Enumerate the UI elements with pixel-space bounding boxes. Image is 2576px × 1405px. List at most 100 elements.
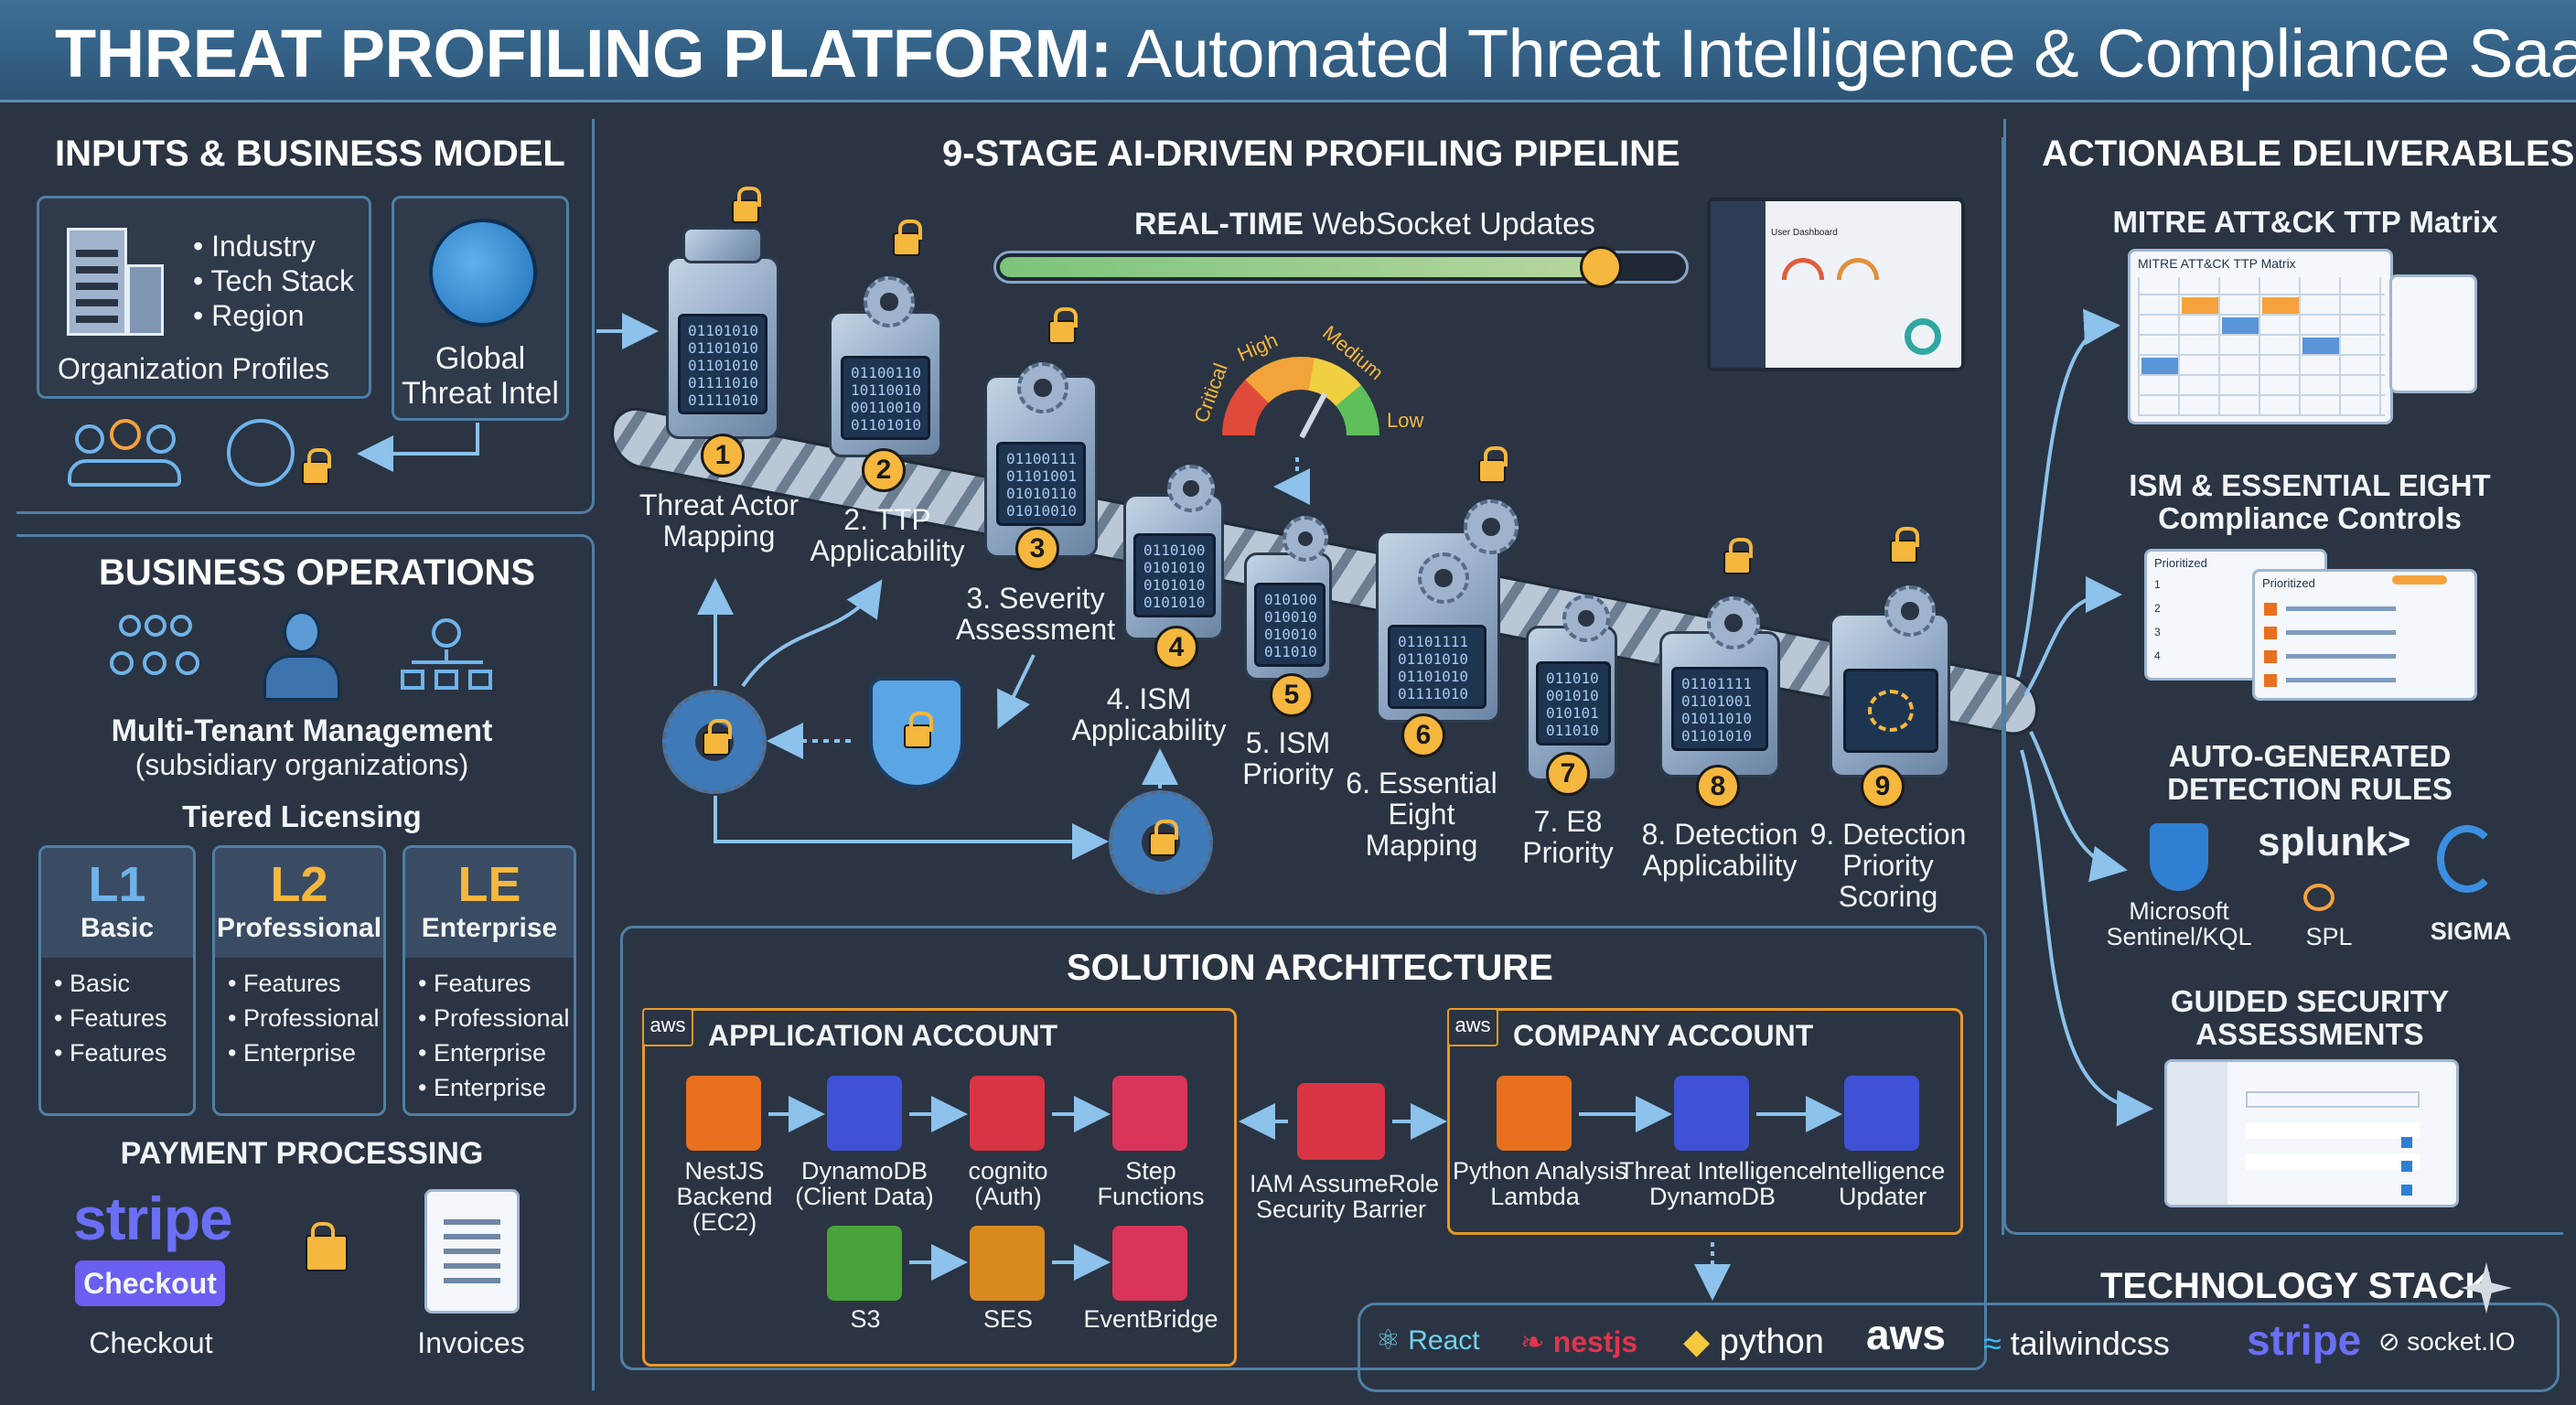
stage-7-code: 011010 001010 010101 011010 (1536, 661, 1611, 745)
tier-le-code: LE (457, 857, 521, 912)
stage-6-label-2: Eight (1388, 798, 1455, 831)
tier-le-feature-2: • Professional (418, 1004, 570, 1032)
s3-icon[interactable] (827, 1226, 902, 1301)
multi-tenant-label: Multi-Tenant Management (111, 713, 493, 748)
tier-l2-feature-1-text: Features (242, 970, 341, 997)
guided-heading-2: ASSESSMENTS (2195, 1017, 2424, 1051)
mitre-matrix-document[interactable]: MITRE ATT&CK TTP Matrix (2128, 249, 2393, 424)
tier-l1-feature-3-text: Features (69, 1039, 167, 1067)
stage-7-machine[interactable]: 011010 001010 010101 011010 (1526, 626, 1617, 781)
tech-aws: aws (1866, 1310, 1946, 1359)
tier-l1-header (41, 848, 193, 958)
tier-le-feature-3: • Enterprise (418, 1039, 547, 1067)
stage-6-label-1: 6. Essential (1346, 767, 1497, 799)
tier-le-feature-2-text: Professional (433, 1004, 570, 1032)
tier-le-feature-1-text: Features (433, 970, 531, 997)
stage-8-code: 01101111 01101001 01011010 01101010 (1671, 667, 1768, 751)
org-bullet-1: • Industry (193, 230, 316, 263)
pipeline-heading: 9-STAGE AI-DRIVEN PROFILING PIPELINE (942, 134, 1680, 174)
cognito-label-2: (Auth) (974, 1183, 1042, 1210)
checkout-button[interactable]: Checkout (75, 1260, 225, 1306)
arrow-stage3-to-shield (997, 654, 1036, 730)
stage-4-gear-icon (1167, 465, 1215, 512)
guided-assessment-document[interactable] (2164, 1059, 2459, 1207)
stage-9-badge: 9 (1861, 765, 1905, 809)
stage-8-machine[interactable]: 01101111 01101001 01011010 01101010 (1659, 631, 1780, 778)
tier-le-feature-1: • Features (418, 970, 531, 997)
intel-updater-icon[interactable] (1844, 1076, 1919, 1151)
company-account-aws-tag: aws (1447, 1008, 1498, 1046)
tech-nestjs: ❧ nestjs (1520, 1325, 1638, 1358)
intel-updater-label-2: Updater (1838, 1183, 1927, 1210)
stage-8-lock-icon (1723, 538, 1753, 574)
tier-l1-feature-1: • Basic (54, 970, 130, 997)
cognito-icon[interactable] (970, 1076, 1045, 1151)
business-person-icon (260, 611, 342, 702)
stage-5-machine[interactable]: 010100 010010 010010 011010 (1244, 552, 1332, 681)
stage-9-machine[interactable] (1830, 613, 1950, 778)
guided-heading-1: GUIDED SECURITY (2170, 984, 2450, 1018)
ism-controls-document-b[interactable]: Prioritized (2252, 569, 2477, 701)
dynamodb-client-label-2: (Client Data) (795, 1183, 934, 1210)
org-bullet-3: • Region (193, 299, 305, 332)
iam-security-barrier-icon[interactable] (1297, 1083, 1385, 1160)
step-functions-label-2: Functions (1097, 1183, 1205, 1210)
stage-1-machine[interactable]: 01101010 01101010 01101010 01111010 0111… (666, 256, 779, 439)
globe-lock-padlock-icon (302, 448, 331, 485)
payment-lock-icon (306, 1222, 348, 1271)
realtime-progress-knob[interactable] (1580, 246, 1622, 288)
deliverables-panel (2003, 119, 2563, 1235)
team-icon (110, 615, 201, 699)
arrow-gauge-down (1273, 457, 1310, 505)
ism-doc-b-title: Prioritized (2262, 576, 2315, 590)
global-threat-intel-card[interactable]: Global Threat Intel (392, 196, 569, 421)
tier-l2-feature-2-text: Professional (242, 1004, 380, 1032)
arrow-loop-bottom (714, 796, 1109, 860)
page-title: THREAT PROFILING PLATFORM: Automated Thr… (55, 15, 2576, 92)
realtime-progress-bar (993, 246, 1689, 288)
threat-intel-dynamodb-icon[interactable] (1674, 1076, 1749, 1151)
eventbridge-icon[interactable] (1112, 1226, 1187, 1301)
dashboard-gauge-2 (1837, 258, 1879, 280)
stage-2-machine[interactable]: 01100110 10110010 00110010 01101010 (829, 311, 942, 457)
global-label-2: Threat Intel (402, 376, 559, 411)
users-icon (68, 419, 181, 492)
stage-6-machine[interactable]: 01101111 01101010 01101010 01111010 (1376, 531, 1500, 723)
tier-le[interactable]: LE Enterprise • Features • Professional … (402, 845, 576, 1116)
tier-l2[interactable]: L2 Professional • Features • Professiona… (212, 845, 386, 1116)
user-dashboard-mockup[interactable]: User Dashboard (1707, 198, 1965, 371)
tech-stripe-text: stripe (2247, 1316, 2362, 1364)
tech-socketio: ⊘ socket.IO (2378, 1327, 2516, 1356)
ses-icon[interactable] (970, 1226, 1045, 1301)
org-profiles-card[interactable]: • Industry • Tech Stack • Region Organiz… (37, 196, 371, 399)
tier-l2-name: Professional (216, 913, 382, 943)
ses-label: SES (982, 1305, 1034, 1333)
tech-socketio-text: socket.IO (2407, 1327, 2516, 1356)
application-account-box (642, 1008, 1237, 1367)
realtime-label: REAL-TIME WebSocket Updates (1134, 208, 1595, 241)
stage-5-label-2: Priority (1242, 757, 1334, 790)
nestjs-backend-icon[interactable] (686, 1076, 761, 1151)
step-functions-icon[interactable] (1112, 1076, 1187, 1151)
tech-tailwind-text: tailwindcss (2010, 1325, 2170, 1362)
stage-4-machine[interactable]: 0110100 0101010 0101010 0101010 (1123, 494, 1224, 640)
stage-9-gear-icon (1884, 585, 1936, 637)
dynamodb-client-icon[interactable] (827, 1076, 902, 1151)
tier-l1[interactable]: L1 Basic • Basic • Features • Features (38, 845, 196, 1116)
stage-1-lock-icon (732, 187, 761, 223)
dynamodb-client-label-1: DynamoDB (800, 1157, 928, 1185)
stage-1-code: 01101010 01101010 01101010 01111010 0111… (678, 314, 767, 414)
tier-le-header (405, 848, 574, 958)
ism-row-4: 4 (2154, 649, 2161, 662)
tech-stripe: stripe (2247, 1315, 2361, 1365)
mitre-side-document (2389, 274, 2477, 393)
tier-le-feature-4-text: Enterprise (433, 1074, 547, 1101)
stage-4-label-1: 4. ISM (1106, 682, 1192, 715)
stage-8-badge: 8 (1696, 765, 1740, 809)
python-lambda-icon[interactable] (1497, 1076, 1572, 1151)
cognito-label-1: cognito (968, 1157, 1048, 1185)
realtime-progress-fill (1000, 257, 1602, 277)
stage-2-lock-icon (893, 220, 922, 256)
feedback-gear-left-lock-icon (703, 719, 732, 756)
tech-aws-text: aws (1866, 1311, 1946, 1358)
